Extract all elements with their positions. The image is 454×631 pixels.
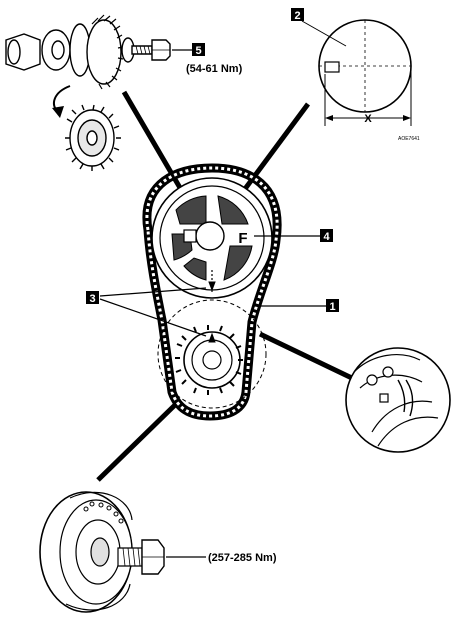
dimension-label: X	[364, 113, 372, 125]
pointer-to-damper	[96, 402, 178, 482]
callout-box-5	[192, 43, 205, 56]
camshaft-sprocket	[151, 177, 273, 299]
timing-chain	[142, 163, 282, 421]
callout-number-2: 2	[294, 10, 300, 22]
callout-box-2	[291, 8, 304, 21]
callout-number-4: 4	[323, 231, 330, 243]
crank-detail-circle	[157, 299, 267, 409]
callout-number-1: 1	[329, 301, 335, 313]
crank-magnified-detail	[345, 347, 451, 453]
helical-gear-detached	[65, 104, 121, 171]
camshaft-gear-exploded-view	[5, 14, 171, 90]
removal-arrow-head	[52, 106, 64, 118]
callout-number-3: 3	[89, 293, 95, 305]
crankshaft-sprocket	[175, 325, 243, 395]
damper-pulley	[39, 491, 165, 613]
leader-line-3b	[99, 298, 207, 337]
callout-number-5: 5	[195, 45, 201, 57]
leader-line-3a	[99, 287, 207, 297]
pulley-torque-spec: (257-285 Nm)	[208, 552, 277, 564]
callout-box-3	[86, 291, 99, 304]
callout-box-4	[320, 229, 333, 242]
alignment-detail-view	[318, 19, 412, 126]
callout-box-1	[326, 299, 339, 312]
gear-letter-mark: F	[238, 230, 247, 247]
figure-code: AOE7641	[398, 136, 420, 142]
pointer-to-crank-detail	[258, 331, 358, 383]
bolt-torque-spec: (54-61 Nm)	[186, 63, 243, 75]
leader-line-2	[301, 20, 347, 47]
